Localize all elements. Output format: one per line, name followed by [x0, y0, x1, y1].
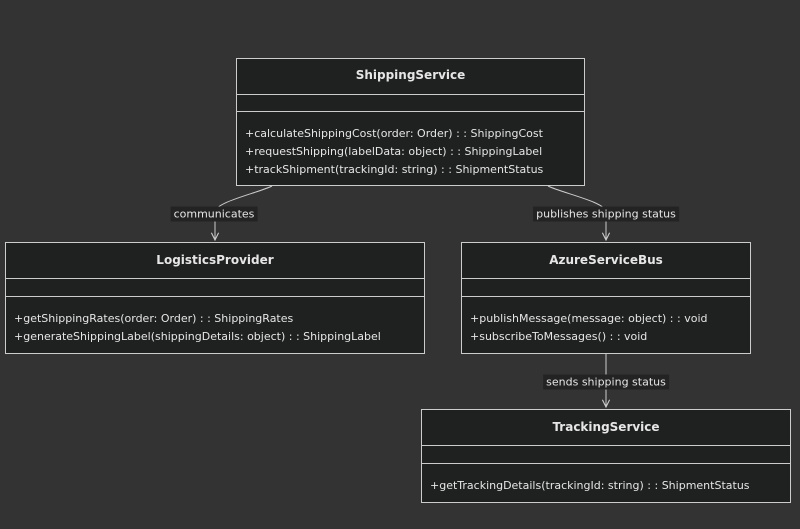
method-item: +getTrackingDetails(trackingId: string) … — [430, 479, 750, 492]
class-divider-bottom — [422, 463, 790, 464]
class-name: AzureServiceBus — [549, 253, 663, 267]
class-logistics-provider[interactable]: LogisticsProvider +getShippingRates(orde… — [5, 242, 425, 354]
method-item: +generateShippingLabel(shippingDetails: … — [14, 330, 381, 343]
class-divider-top — [422, 445, 790, 446]
method-list: +publishMessage(message: object) : : voi… — [470, 310, 746, 346]
class-shipping-service[interactable]: ShippingService +calculateShippingCost(o… — [236, 58, 585, 186]
class-divider-bottom — [462, 296, 750, 297]
class-name: ShippingService — [355, 68, 466, 82]
class-azure-service-bus[interactable]: AzureServiceBus +publishMessage(message:… — [461, 242, 751, 354]
method-item: +trackShipment(trackingId: string) : : S… — [245, 163, 544, 176]
method-item: +requestShipping(labelData: object) : : … — [245, 145, 543, 158]
method-item: +publishMessage(message: object) : : voi… — [470, 312, 708, 325]
method-item: +subscribeToMessages() : : void — [470, 330, 648, 343]
method-list: +getShippingRates(order: Order) : : Ship… — [14, 310, 420, 346]
class-divider-bottom — [237, 111, 584, 112]
edge-label-communicates: communicates — [170, 206, 258, 222]
class-divider-top — [237, 94, 584, 95]
class-divider-top — [462, 278, 750, 279]
class-divider-top — [6, 278, 424, 279]
class-name: LogisticsProvider — [156, 253, 274, 267]
class-divider-bottom — [6, 296, 424, 297]
method-item: +calculateShippingCost(order: Order) : :… — [245, 127, 543, 140]
method-item: +getShippingRates(order: Order) : : Ship… — [14, 312, 294, 325]
method-list: +getTrackingDetails(trackingId: string) … — [430, 477, 786, 495]
edge-label-sends-shipping-status: sends shipping status — [543, 374, 669, 390]
class-tracking-service[interactable]: TrackingService +getTrackingDetails(trac… — [421, 409, 791, 503]
method-list: +calculateShippingCost(order: Order) : :… — [245, 125, 580, 179]
class-name: TrackingService — [552, 420, 660, 434]
edge-label-publishes-shipping-status: publishes shipping status — [533, 206, 679, 222]
